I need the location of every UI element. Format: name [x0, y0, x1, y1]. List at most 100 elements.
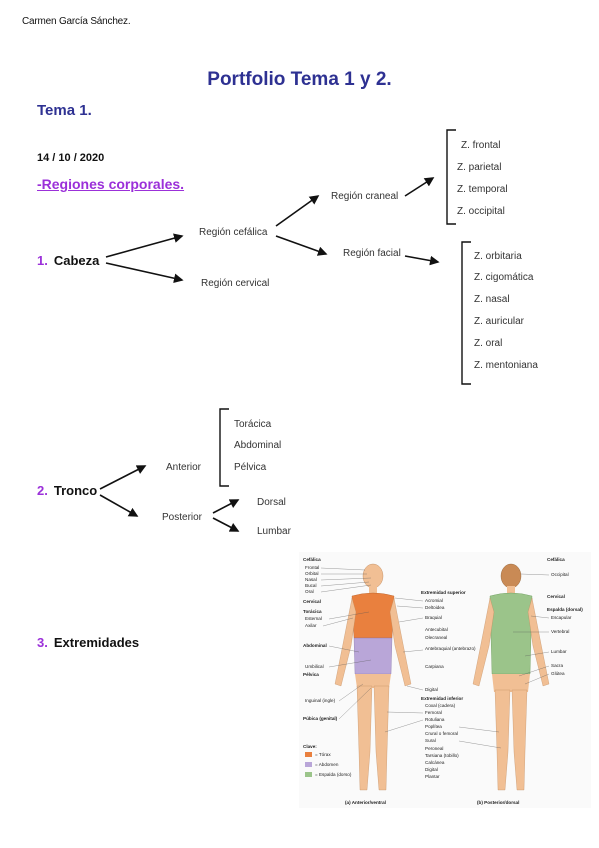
fig-label: Espalda (dorsal) [547, 607, 583, 612]
label-region-craneal: Región craneal [331, 191, 399, 202]
fig-label: Oral [305, 589, 314, 594]
fig-label: Antebraquial (antebrazo) [425, 646, 476, 651]
neck [507, 586, 515, 594]
arrow [212, 499, 240, 514]
zone-item: Z. nasal [474, 294, 510, 305]
fig-label: Abdominal [303, 643, 327, 648]
thorax-region [351, 592, 395, 639]
zone-item: Z. occipital [457, 206, 505, 217]
caption-posterior: (b) Posterior/dorsal [477, 800, 519, 805]
fig-label: Femoral [425, 710, 442, 715]
arrow [404, 255, 440, 266]
fig-label: Extremidad superior [421, 590, 466, 595]
left-leg [511, 689, 528, 791]
fig-label: Rotuliana [425, 717, 445, 722]
fig-label: Olecraneal [425, 635, 447, 640]
fig-label: Braquial [425, 615, 442, 620]
arrow [99, 494, 139, 517]
fig-label: Umbilical [305, 664, 324, 669]
trunk-item: Torácica [234, 419, 272, 430]
back-region [489, 592, 533, 675]
fig-label: Bucal [305, 583, 317, 588]
fig-label: Sural [425, 738, 436, 743]
section-label: Extremidades [53, 635, 140, 650]
fig-label: Inguinal (ingle) [305, 698, 336, 703]
anatomy-figure: Cefálica Frontal Orbital Nasal Bucal Ora… [299, 552, 591, 808]
fig-label: Coxal (cadera) [425, 703, 456, 708]
fig-label: Esternal [305, 616, 322, 621]
caption-anterior: (a) Anterior/ventral [345, 800, 386, 805]
fig-label: Crural o femoral [425, 731, 458, 736]
fig-label: Tarsiana (tobillo) [425, 753, 459, 758]
section-number: 1. [37, 253, 48, 268]
left-arm [527, 597, 550, 687]
zone-item: Z. temporal [457, 184, 508, 195]
left-leg [373, 685, 390, 791]
fig-label: Carpiana [425, 664, 444, 669]
legend-item: = Tórax [315, 752, 331, 757]
fig-label: Extremidad inferior [421, 696, 463, 701]
zone-item: Z. parietal [457, 162, 502, 173]
posterior-right-labels: Cefálica Occipital Cervical Espalda (dor… [547, 557, 583, 676]
anterior-left-labels: Cefálica Frontal Orbital Nasal Bucal Ora… [303, 557, 338, 721]
fig-label: Deltoidea [425, 605, 445, 610]
fig-label: Axilar [305, 623, 317, 628]
trunk-item: Lumbar [257, 526, 291, 537]
fig-label: Calcánea [425, 760, 445, 765]
pelvis [355, 674, 391, 688]
fig-label: Peroneal [425, 746, 443, 751]
page-title: Portfolio Tema 1 y 2. [207, 69, 392, 90]
neck [369, 586, 377, 594]
posterior-body [472, 563, 550, 791]
section-number: 2. [37, 483, 48, 498]
legend-swatch-abdomen [305, 762, 312, 767]
label-region-cervical: Región cervical [201, 278, 270, 289]
right-leg [494, 689, 511, 791]
section-tronco: 2.Tronco [37, 483, 97, 498]
fig-label: Cervical [547, 594, 565, 599]
zone-item: Z. auricular [474, 316, 525, 327]
fig-label: Poplítea [425, 724, 442, 729]
fig-label: Occipital [551, 572, 569, 577]
label-region-facial: Región facial [343, 248, 401, 259]
bracket [461, 241, 471, 385]
fig-label: Púbica (genital) [303, 716, 338, 721]
legend-item: = Espalda (dorso) [315, 772, 352, 777]
fig-label: Glútea [551, 671, 565, 676]
fig-label: Cefálica [303, 557, 321, 562]
fig-label: Escapular [551, 615, 572, 620]
zone-item: Z. oral [474, 338, 503, 349]
arrow [212, 517, 240, 532]
zone-item: Z. frontal [461, 140, 501, 151]
gluteal [492, 674, 530, 692]
head [500, 563, 522, 589]
label-anterior: Anterior [166, 462, 202, 473]
bracket [446, 129, 456, 225]
bracket [219, 408, 229, 487]
legend-item: = Abdomen [315, 762, 339, 767]
center-labels: Extremidad superior Acromial Deltoidea B… [421, 590, 476, 779]
arrow [404, 177, 435, 197]
legend-swatch-back [305, 772, 312, 777]
fig-label: Plantar [425, 774, 440, 779]
fig-label: Torácica [303, 609, 322, 614]
right-arm [472, 597, 495, 687]
fig-label: Frontal [305, 565, 319, 570]
right-arm [334, 597, 357, 687]
fig-label: Cervical [303, 599, 321, 604]
legend-title: Clave: [303, 744, 317, 749]
fig-label: Digital [425, 767, 438, 772]
legend-swatch-thorax [305, 752, 312, 757]
right-leg [356, 685, 373, 791]
label-region-cefalica: Región cefálica [199, 227, 268, 238]
section-extremidades: 3.Extremidades [37, 635, 139, 650]
abdomen-region [353, 637, 393, 675]
section-cabeza: 1. Cabeza [37, 253, 99, 268]
fig-label: Lumbar [551, 649, 567, 654]
anterior-body [334, 563, 412, 791]
fig-label: Cefálica [547, 557, 565, 562]
zone-item: Z. cigomática [474, 272, 534, 283]
fig-label: Nasal [305, 577, 317, 582]
section-label: Cabeza [53, 253, 100, 268]
